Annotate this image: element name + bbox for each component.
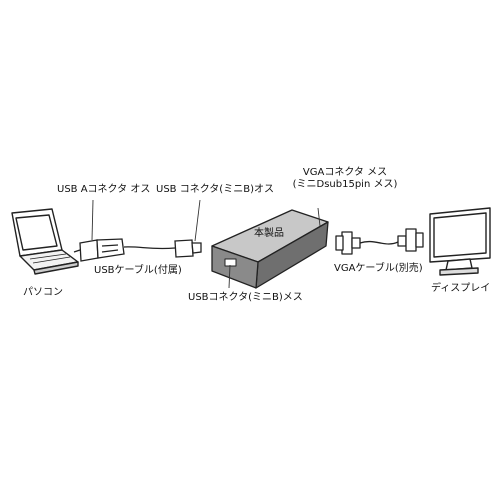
usb-a-connector-icon (79, 238, 125, 262)
laptop-icon (11, 208, 79, 275)
label-vga-cable: VGAケーブル(別売) (334, 263, 423, 274)
leader-usb-mini-female (228, 264, 231, 289)
leader-usb-mini-male (194, 199, 201, 242)
usb-mini-b-connector-icon (174, 239, 202, 258)
leader-vga-female (317, 207, 321, 227)
label-vga-female-line1: VGAコネクタ メス (302, 167, 388, 178)
vga-cable (335, 228, 424, 255)
vga-connector-right-icon (397, 228, 424, 252)
monitor-icon (429, 207, 491, 276)
usb-cable (73, 238, 202, 262)
label-vga-female-line2: (ミニDsub15pin メス) (292, 179, 398, 190)
label-usb-mini-male: USB コネクタ(ミニB)オス (156, 184, 274, 195)
leader-lines (91, 199, 321, 289)
label-pc: パソコン (23, 287, 63, 298)
label-display: ディスプレイ (431, 283, 491, 294)
label-usb-a-male: USB Aコネクタ オス (57, 184, 151, 195)
leader-usb-a (91, 199, 94, 241)
label-product: 本製品 (254, 228, 284, 239)
label-usb-mini-female: USBコネクタ(ミニB)メス (188, 292, 303, 303)
label-usb-cable: USBケーブル(付属) (94, 265, 182, 276)
vga-connector-left-icon (335, 231, 361, 255)
product-device-icon (211, 209, 329, 289)
label-vga-female: VGAコネクタ メス (ミニDsub15pin メス) (290, 167, 400, 191)
